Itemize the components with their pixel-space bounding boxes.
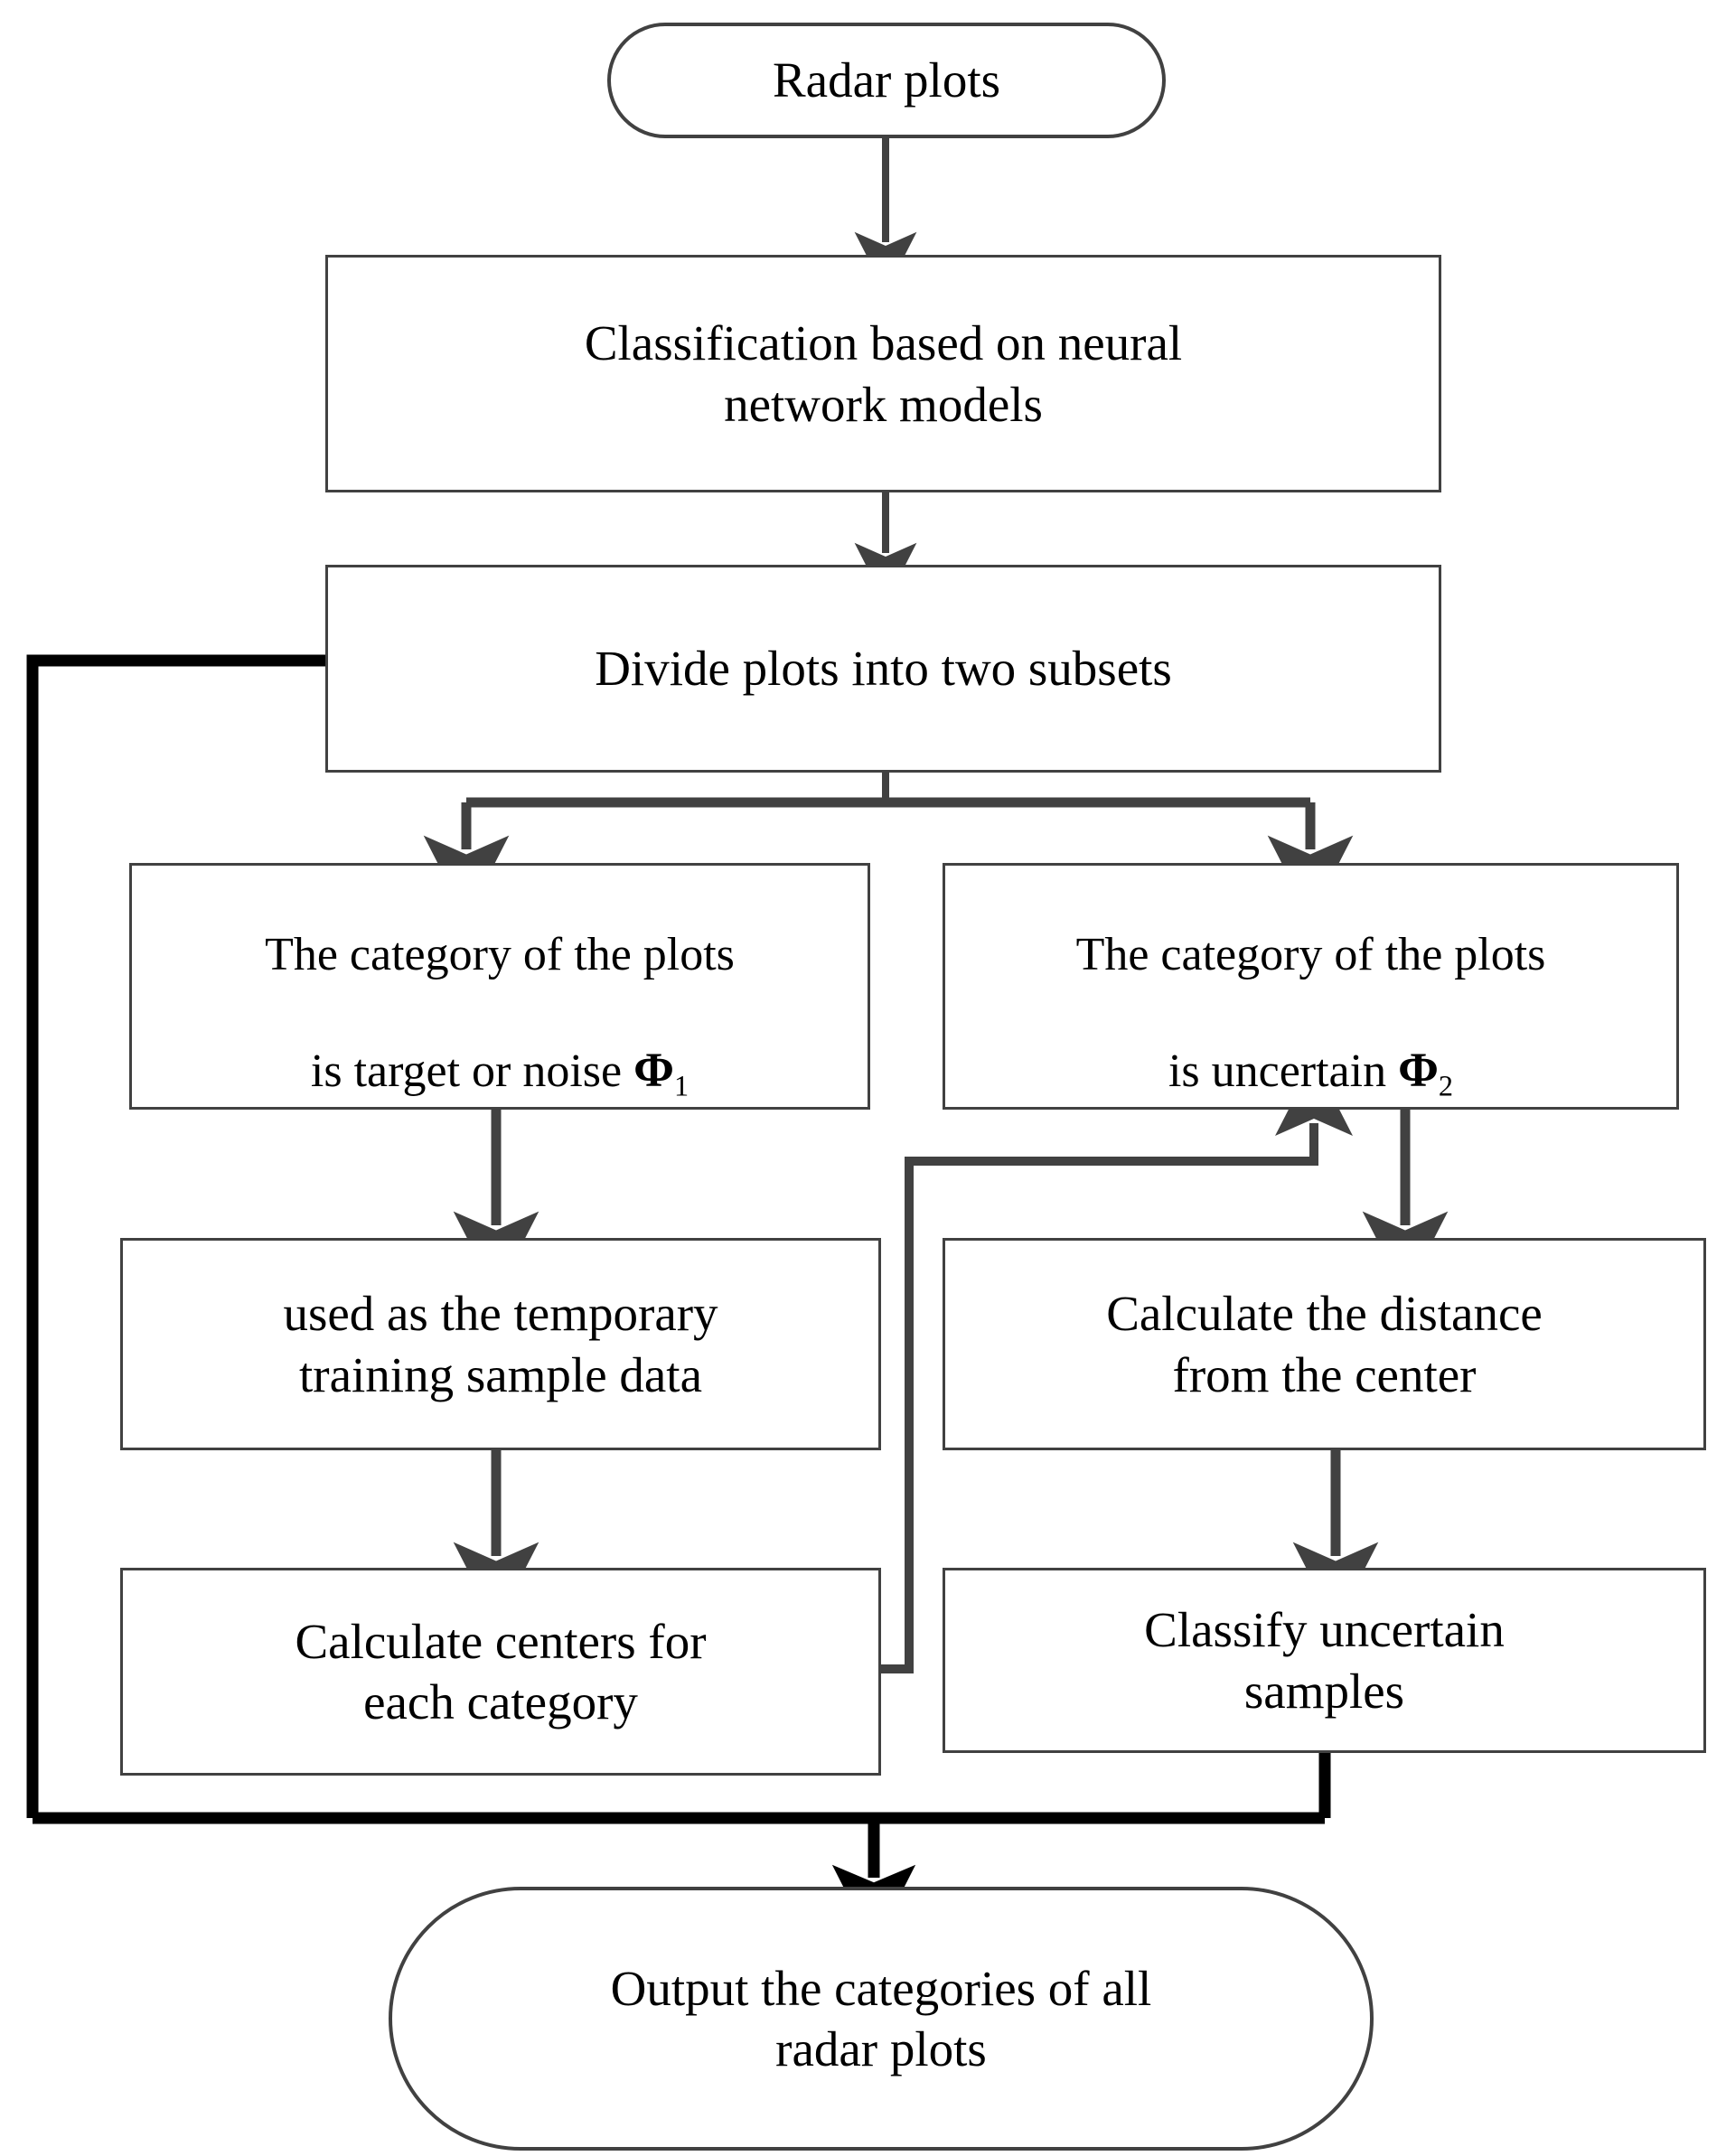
node-temporary-training-data-label: used as the temporary training sample da… [283, 1286, 718, 1402]
node-classify-uncertain-samples-label: Classify uncertain samples [1144, 1602, 1505, 1719]
phi-subscript-1: 1 [673, 1069, 689, 1102]
node-calculate-distance[interactable]: Calculate the distance from the center [943, 1238, 1706, 1450]
node-calculate-centers-label: Calculate centers for each category [295, 1613, 707, 1729]
phi-symbol-2: Φ [1398, 1042, 1439, 1097]
node-divide-plots[interactable]: Divide plots into two subsets [325, 565, 1441, 773]
node-start-radar-plots[interactable]: Radar plots [607, 23, 1166, 138]
node-subset-phi1[interactable]: The category of the plots is target or n… [129, 863, 870, 1110]
node-calculate-distance-label: Calculate the distance from the center [1106, 1286, 1543, 1402]
node-subset-phi2-label: The category of the plots is uncertain Φ… [945, 869, 1676, 1104]
node-output-categories-label: Output the categories of all radar plots [610, 1960, 1152, 2076]
node-subset-phi2-line2: is uncertain [1168, 1045, 1399, 1097]
node-subset-phi1-line2: is target or noise [310, 1045, 634, 1097]
node-subset-phi2-line1: The category of the plots [1075, 928, 1546, 980]
node-subset-phi2[interactable]: The category of the plots is uncertain Φ… [943, 863, 1679, 1110]
node-classification-label: Classification based on neural network m… [584, 315, 1183, 432]
phi-symbol-1: Φ [633, 1042, 674, 1097]
node-start-label: Radar plots [772, 52, 1001, 108]
node-subset-phi1-label: The category of the plots is target or n… [132, 869, 868, 1104]
phi-subscript-2: 2 [1438, 1069, 1454, 1102]
node-output-categories[interactable]: Output the categories of all radar plots [389, 1887, 1374, 2151]
edge-bottom-rail-to-output [33, 1812, 1325, 1947]
node-calculate-centers[interactable]: Calculate centers for each category [120, 1568, 881, 1776]
node-classify-uncertain-samples[interactable]: Classify uncertain samples [943, 1568, 1706, 1753]
edge-divide-fork [423, 773, 1354, 919]
node-classification-neural-network[interactable]: Classification based on neural network m… [325, 255, 1441, 492]
node-subset-phi1-line1: The category of the plots [265, 928, 735, 980]
node-divide-label: Divide plots into two subsets [595, 641, 1172, 697]
node-temporary-training-data[interactable]: used as the temporary training sample da… [120, 1238, 881, 1450]
